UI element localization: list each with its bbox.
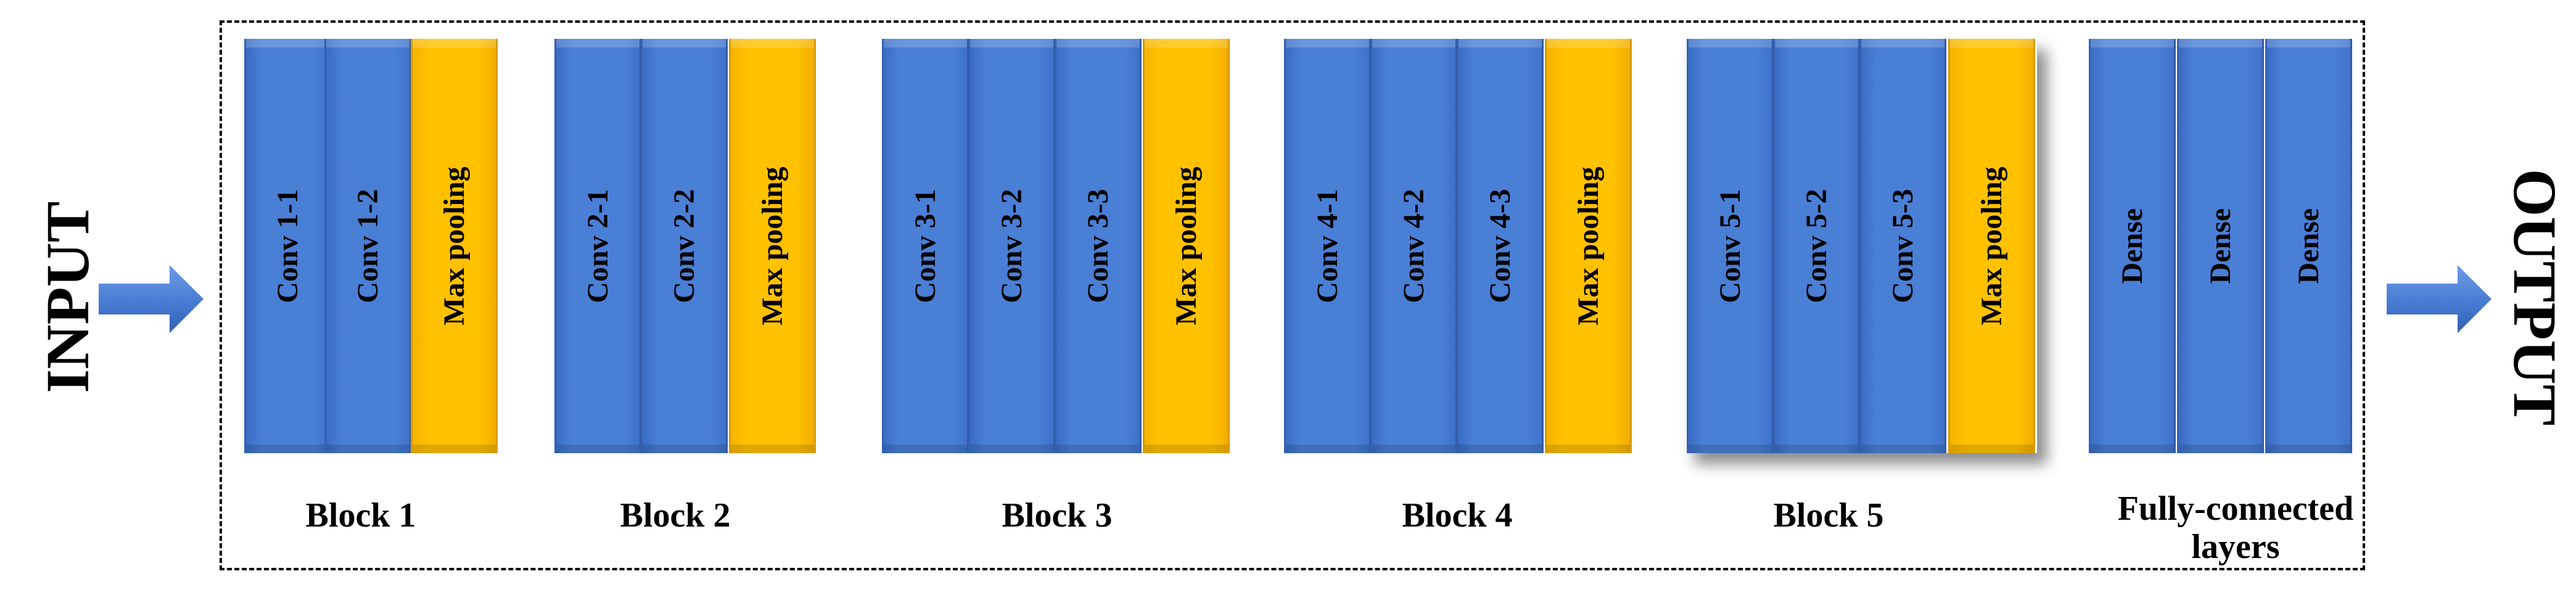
layer-dense-1: Dense [2089, 39, 2176, 453]
layer-label: Conv 4-2 [1397, 189, 1430, 303]
layer-label: Dense [2204, 208, 2237, 284]
block-label-1: Block 1 [305, 496, 416, 535]
layer-label: Conv 1-2 [351, 189, 384, 303]
block-label-5: Block 5 [1773, 496, 1884, 535]
layer-conv-5-3: Conv 5-3 [1859, 39, 1946, 453]
layer-label: Dense [2115, 208, 2149, 284]
layer-max-pooling-5: Max pooling [1948, 39, 2035, 453]
layer-max-pooling-4: Max pooling [1545, 39, 1632, 453]
layer-label: Max pooling [1169, 166, 1203, 326]
layer-max-pooling-2: Max pooling [729, 39, 816, 453]
layer-label: Conv 1-1 [271, 189, 304, 303]
layer-conv-3-2: Conv 3-2 [968, 39, 1055, 453]
block-label-3: Block 3 [1002, 496, 1113, 535]
block-label-fully-connected: Fully-connected layers [2117, 490, 2354, 566]
input-arrow-icon [99, 265, 204, 333]
layer-conv-1-2: Conv 1-2 [324, 39, 411, 453]
layer-label: Dense [2292, 208, 2325, 284]
layer-label: Conv 4-1 [1311, 189, 1344, 303]
layer-conv-5-2: Conv 5-2 [1773, 39, 1860, 453]
layer-label: Conv 5-3 [1886, 189, 1919, 303]
layer-max-pooling-3: Max pooling [1143, 39, 1230, 453]
layer-conv-5-1: Conv 5-1 [1687, 39, 1774, 453]
layer-label: Max pooling [1975, 166, 2008, 326]
layer-label: Conv 3-3 [1081, 189, 1114, 303]
layer-dense-3: Dense [2265, 39, 2352, 453]
output-arrow-icon [2387, 265, 2492, 333]
layer-label: Conv 3-2 [995, 189, 1028, 303]
layer-conv-2-1: Conv 2-1 [554, 39, 641, 453]
output-label: OUTPUT [2501, 168, 2569, 426]
layer-dense-2: Dense [2177, 39, 2264, 453]
layer-label: Conv 4-3 [1483, 189, 1516, 303]
layer-label: Max pooling [1571, 166, 1605, 326]
block-label-2: Block 2 [620, 496, 731, 535]
layer-conv-4-1: Conv 4-1 [1284, 39, 1371, 453]
network-frame [220, 20, 2365, 570]
layer-label: Conv 2-2 [667, 189, 701, 303]
layer-conv-4-3: Conv 4-3 [1457, 39, 1544, 453]
layer-label: Max pooling [437, 166, 471, 326]
layer-conv-2-2: Conv 2-2 [641, 39, 728, 453]
layer-label: Conv 3-1 [908, 189, 942, 303]
input-label: INPUT [33, 201, 102, 393]
layer-label: Conv 2-1 [581, 189, 614, 303]
layer-label: Conv 5-2 [1800, 189, 1833, 303]
layer-max-pooling-1: Max pooling [411, 39, 498, 453]
layer-label: Max pooling [755, 166, 789, 326]
layer-conv-3-1: Conv 3-1 [882, 39, 969, 453]
layer-conv-4-2: Conv 4-2 [1370, 39, 1457, 453]
layer-conv-1-1: Conv 1-1 [244, 39, 331, 453]
layer-label: Conv 5-1 [1713, 189, 1747, 303]
layer-conv-3-3: Conv 3-3 [1055, 39, 1142, 453]
block-label-4: Block 4 [1402, 496, 1513, 535]
